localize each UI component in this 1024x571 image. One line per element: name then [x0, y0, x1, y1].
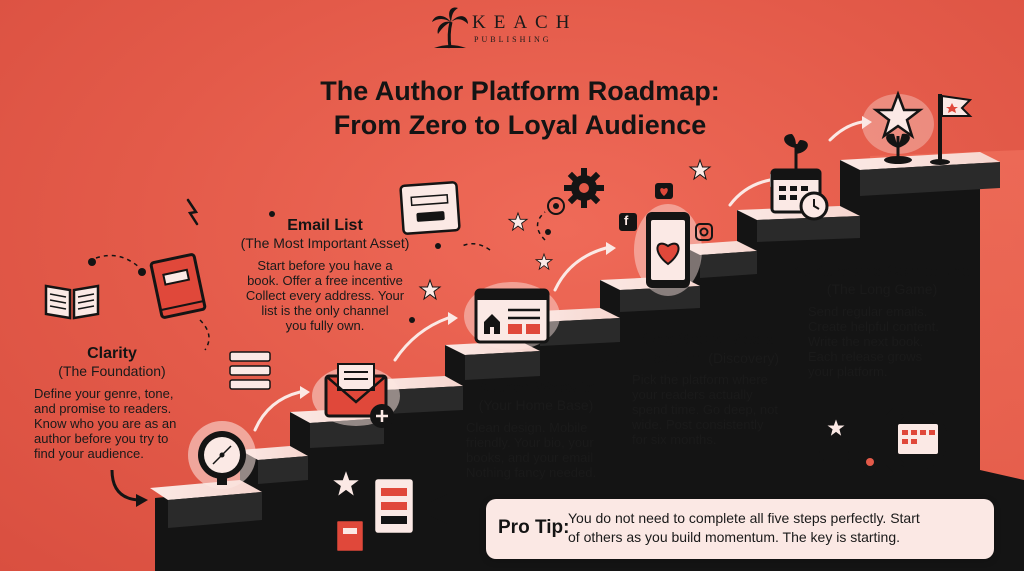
- facebook-glyph: f: [624, 213, 629, 228]
- progress-arrows: [253, 120, 864, 432]
- calendar-clock-icon: [770, 168, 829, 221]
- step-author-website-body: Clean design. Mobile friendly. Your bio,…: [466, 420, 597, 480]
- step-subheading: (Discovery): [708, 350, 780, 366]
- phone-heart-icon: [634, 204, 702, 296]
- speed-lines: [819, 451, 849, 461]
- pro-tip-card: Pro Tip: You do not need to complete all…: [486, 499, 994, 559]
- website-browser-icon: [464, 282, 560, 350]
- step-heading: Clarity: [87, 345, 137, 362]
- gear-icon: [564, 168, 604, 208]
- step-social-media-body: Pick the platform where your readers act…: [632, 372, 778, 447]
- megaphone-icon: [426, 494, 448, 524]
- bottom-form-icon: [372, 476, 416, 536]
- step-risers: [168, 162, 1000, 528]
- step-nurture: Nurture and Compound (The Long Game): [782, 262, 982, 298]
- step-author-website: Author Website (Your Home Base): [448, 378, 624, 414]
- step-heading: One Social Media: [642, 331, 776, 348]
- step-subheading: (The Most Important Asset): [240, 235, 410, 251]
- compass-icon: [188, 421, 256, 489]
- facebook-icon: [619, 213, 637, 231]
- brand-name: KEACH: [472, 12, 578, 33]
- step-clarity: Clarity (The Foundation): [26, 344, 198, 380]
- form-list-icon: [229, 351, 271, 390]
- flag-icon: [930, 94, 973, 165]
- small-gear-icon-2: [859, 451, 881, 473]
- staircase-body: [155, 160, 1024, 571]
- like-bubble-icon: [655, 183, 673, 199]
- title-line-2: From Zero to Loyal Audience: [333, 110, 707, 140]
- step-email-list: Email List (The Most Important Asset): [220, 216, 430, 252]
- signup-form-icon: [399, 181, 461, 235]
- palm-tree-icon: [432, 7, 468, 49]
- dots: [88, 211, 551, 483]
- step-subheading: (The Long Game): [826, 281, 938, 297]
- step-social-media: One Social Media Platform (Discovery): [626, 330, 792, 368]
- step-subheading: (Your Home Base): [478, 397, 594, 413]
- instagram-icon: [695, 223, 713, 241]
- brand-subtitle: PUBLISHING: [474, 35, 552, 44]
- sprout-icon: [784, 134, 808, 170]
- pro-tip-label: Pro Tip:: [498, 517, 570, 538]
- envelope-icon: [312, 363, 400, 428]
- step-heading: Email List: [287, 217, 363, 234]
- bottom-book-icon: [334, 518, 366, 554]
- open-book-icon: [44, 284, 100, 320]
- step-heading: Author Website: [477, 379, 595, 396]
- small-gear-icon: [547, 197, 565, 215]
- step-email-list-body: Start before you have a book. Offer a fr…: [245, 258, 405, 333]
- start-arrow: [110, 469, 139, 502]
- closed-book-icon: [149, 253, 207, 319]
- step-subheading: (The Foundation): [58, 363, 166, 379]
- star-icons: [328, 158, 848, 500]
- step-heading-2: Platform: [638, 350, 704, 367]
- step-clarity-body: Define your genre, tone, and promise to …: [34, 386, 177, 461]
- page-title: The Author Platform Roadmap: From Zero t…: [250, 74, 790, 142]
- star-plant-icon: [862, 90, 934, 164]
- lightning-icon: [186, 198, 199, 226]
- pro-tip-text: You do not need to complete all five ste…: [568, 510, 920, 545]
- step-heading: Nurture and Compound: [792, 263, 972, 280]
- step-nurture-body: Send regular emails. Create helpful cont…: [808, 304, 939, 379]
- dotted-connectors: [95, 211, 546, 351]
- gear-calendar-icon: [878, 400, 958, 480]
- title-line-1: The Author Platform Roadmap:: [320, 76, 720, 106]
- brand-logo: KEACH PUBLISHING: [430, 6, 600, 52]
